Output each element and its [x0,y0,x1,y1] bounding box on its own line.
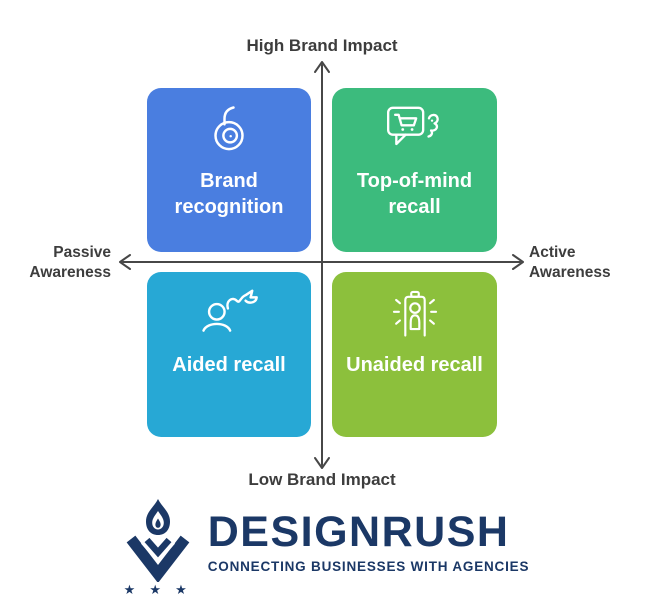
torch-flame-v-icon [126,499,190,582]
arrowhead-right-icon [512,254,524,270]
quadrant-unaided-recall: Unaided recall [332,272,497,437]
quadrant-label: Aided recall [172,354,286,376]
axis-label-low-brand-impact: Low Brand Impact [248,470,396,489]
arrowhead-up-icon [314,61,330,73]
quadrant-label: Unaided recall [346,354,483,376]
quadrant-aided-recall: Aided recall [147,272,311,437]
axis-label-active-awareness: Active Awareness [529,243,611,283]
axis-label-passive-line1: Passive [53,244,111,261]
brand-tagline: CONNECTING BUSINESSES WITH AGENCIES [207,559,530,574]
three-stars-icon: ★ ★ ★ [123,583,192,598]
axis-label-active-line2: Awareness [529,264,611,281]
quadrant-brand-recognition: Brand recognition [147,88,311,252]
quadrant-label: Top-of-mind recall [356,170,473,218]
quadrant-top-of-mind-recall: Top-of-mind recall [332,88,497,252]
axis-label-active-line1: Active [529,244,576,261]
axis-label-passive-awareness: Passive Awareness [29,243,111,283]
designrush-logo-text: DESIGNRUSH CONNECTING BUSINESSES WITH AG… [207,498,530,575]
brand-spiral-b-icon [202,101,256,159]
person-idea-squiggle-icon [198,285,260,343]
axis-label-passive-line2: Awareness [29,264,111,281]
spotlight-person-frame-icon [387,285,443,343]
brand-name: DESIGNRUSH [207,508,510,556]
designrush-logo-mark: ★ ★ ★ [121,498,195,598]
quadrant-label: Brand recognition [174,170,284,218]
designrush-logo: ★ ★ ★ DESIGNRUSH CONNECTING BUSINESSES W… [0,498,650,598]
arrowhead-left-icon [119,254,131,270]
arrowhead-down-icon [314,457,330,469]
speech-bubble-cart-face-icon [382,101,448,159]
axis-label-high-brand-impact: High Brand Impact [246,36,398,55]
